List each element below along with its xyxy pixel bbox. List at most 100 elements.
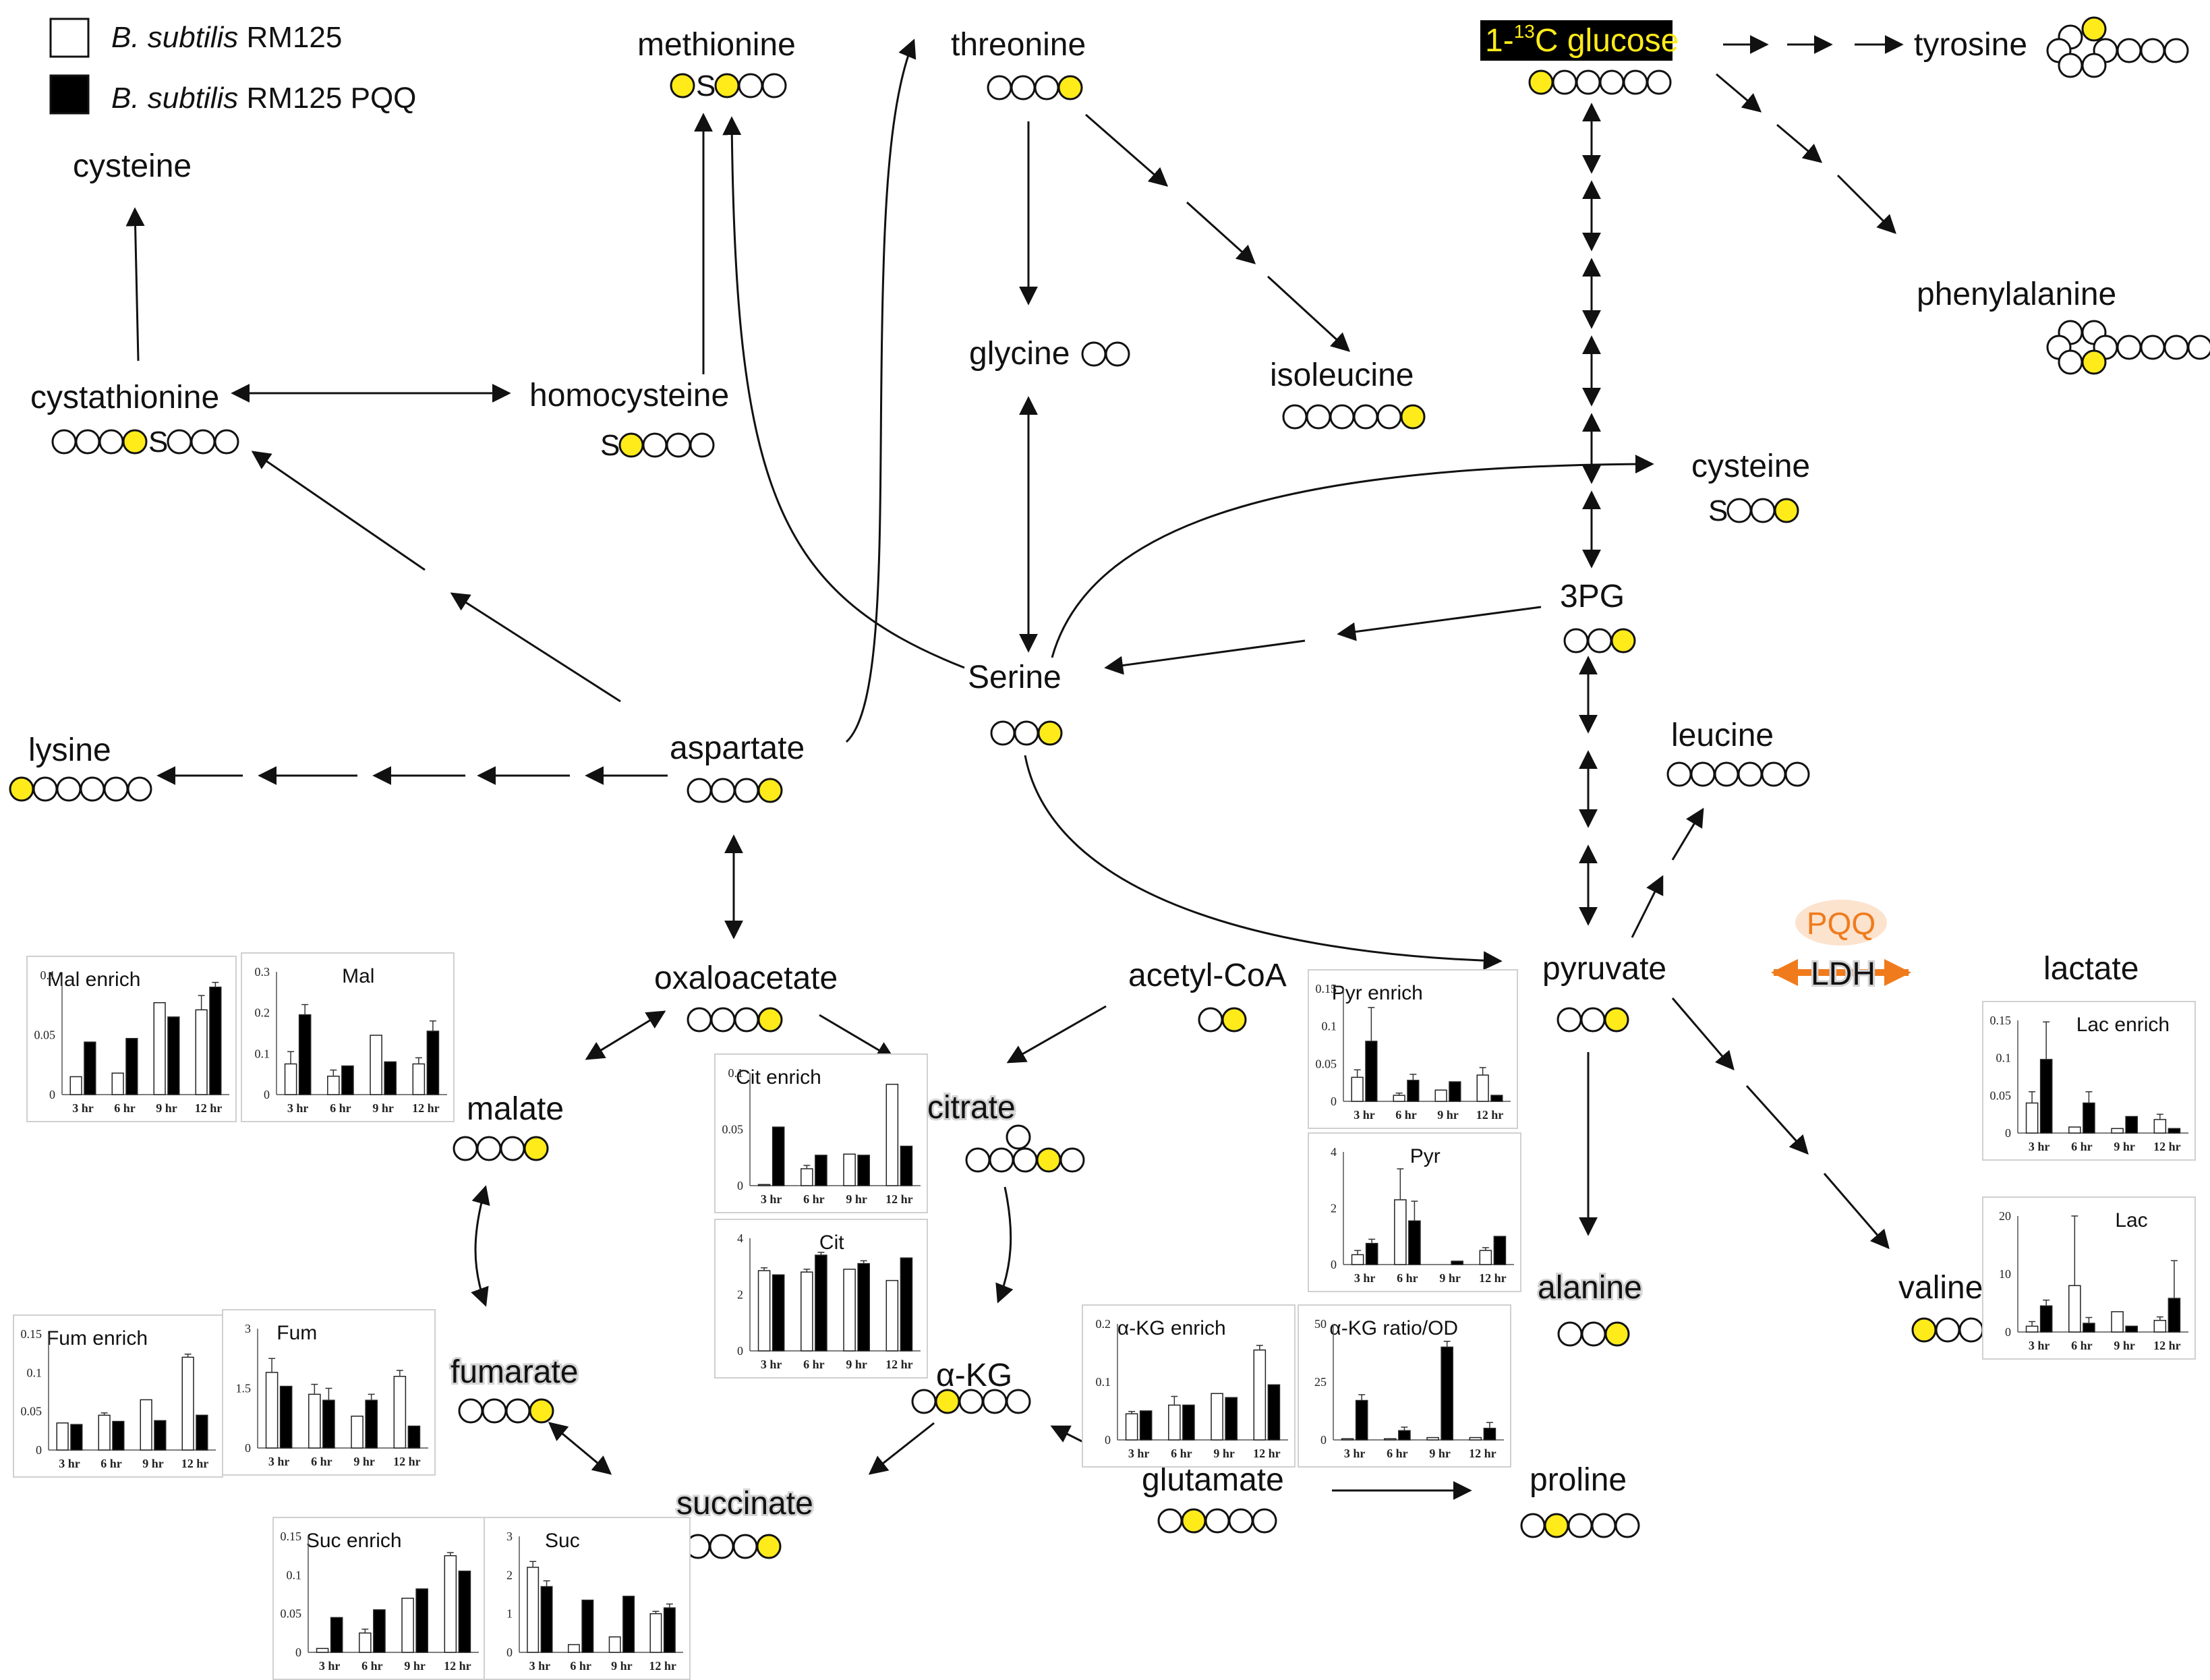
chart-bar xyxy=(1125,1413,1138,1441)
chart-bar xyxy=(415,1588,428,1653)
glucose-label-text: 1-13C glucose xyxy=(1485,21,1679,59)
chart-x-tick: 12 hr xyxy=(2153,1140,2181,1153)
chart-y-tick: 0 xyxy=(36,1443,42,1457)
chart-frame xyxy=(1982,1196,2196,1360)
chart-bar xyxy=(857,1155,870,1186)
chart-y-tick: 0 xyxy=(49,1088,55,1101)
legend-swatch-open xyxy=(49,18,90,58)
chart-y-tick: 0.1 xyxy=(27,1366,42,1379)
chart-bar xyxy=(370,1035,382,1095)
chart-bar xyxy=(98,1414,111,1451)
chart-x-tick: 3 hr xyxy=(59,1457,80,1470)
chart-y-tick: 0.1 xyxy=(1096,1375,1111,1389)
label-lysine: lysine xyxy=(28,732,111,768)
chart-y-tick: 0.1 xyxy=(255,1047,270,1060)
chart-bar xyxy=(2168,1298,2181,1333)
label-citrate: citrate xyxy=(927,1090,1016,1126)
chart-bar xyxy=(1407,1080,1420,1102)
chart-bar xyxy=(365,1399,378,1449)
chart-y-tick: 3 xyxy=(245,1322,251,1335)
carbons-alanine xyxy=(1557,1321,1630,1347)
label-cystathionine: cystathionine xyxy=(30,380,219,415)
chart-x-tick: 3 hr xyxy=(1128,1447,1150,1460)
chart-bar xyxy=(1341,1438,1354,1441)
chart-bar xyxy=(2125,1325,2138,1333)
chart-bar xyxy=(111,1072,124,1095)
chart-x-tick: 9 hr xyxy=(372,1101,394,1115)
chart-bar xyxy=(1490,1095,1503,1102)
chart-y-tick: 0 xyxy=(506,1646,513,1659)
chart-bar xyxy=(2111,1128,2124,1134)
chart-bar xyxy=(1398,1430,1411,1441)
chart-title: Mal xyxy=(342,965,374,987)
chart-bar xyxy=(2025,1325,2039,1333)
chart-x-tick: 6 hr xyxy=(2071,1140,2093,1153)
chart-bar xyxy=(373,1609,386,1653)
chart-bar xyxy=(1451,1261,1463,1265)
svg-text:S: S xyxy=(696,69,716,103)
chart-bar xyxy=(1394,1199,1407,1265)
glucose-label-bg xyxy=(1480,20,1673,61)
chart-bar xyxy=(1139,1410,1153,1441)
label-phenylalanine: phenylalanine xyxy=(1917,277,2116,312)
chart-x-tick: 9 hr xyxy=(611,1659,633,1673)
chart-x-tick: 6 hr xyxy=(311,1455,332,1468)
chart-y-tick: 0.1 xyxy=(728,1066,744,1080)
chart-x-tick: 9 hr xyxy=(1213,1447,1235,1460)
label-3pg: 3PG xyxy=(1560,579,1625,614)
chart-bar xyxy=(401,1597,414,1653)
chart-y-tick: 0 xyxy=(2005,1126,2011,1140)
carbons-cysteine-right: S xyxy=(1708,494,1799,527)
chart-bar xyxy=(154,1420,167,1451)
chart-y-tick: 0 xyxy=(264,1088,270,1101)
chart-y-tick: 10 xyxy=(1999,1267,2011,1281)
chart-y-tick: 0 xyxy=(2005,1325,2011,1339)
legend: B. subtilis RM125 B. subtilis RM125 PQQ xyxy=(49,18,416,115)
chart-y-tick: 0 xyxy=(1331,1258,1337,1271)
label-methionine: methionine xyxy=(637,27,796,63)
chart-bar xyxy=(70,1424,83,1451)
chart-y-tick: 0.15 xyxy=(281,1530,302,1543)
chart-bar xyxy=(2153,1320,2167,1333)
chart-x-tick: 12 hr xyxy=(195,1101,223,1115)
chart-bar xyxy=(316,1648,329,1653)
chart-frame xyxy=(484,1517,691,1680)
chart-bar xyxy=(649,1613,662,1653)
chart-bar xyxy=(196,1414,208,1451)
chart-bar xyxy=(885,1083,899,1186)
chart-bar xyxy=(327,1075,340,1095)
chart-y-tick: 0.05 xyxy=(21,1405,42,1418)
chart-x-tick: 6 hr xyxy=(2071,1339,2093,1352)
chart-bar xyxy=(1449,1081,1461,1102)
carbon-chains: S S S xyxy=(9,16,2210,1559)
label-pyruvate: pyruvate xyxy=(1542,951,1666,987)
chart-y-tick: 0 xyxy=(737,1344,743,1358)
chart-bar xyxy=(2153,1119,2167,1134)
label-leucine: leucine xyxy=(1671,718,1774,753)
chart-x-tick: 3 hr xyxy=(2029,1140,2050,1153)
chart-title: Cit enrich xyxy=(736,1066,821,1089)
chart-y-tick: 0.2 xyxy=(1096,1317,1111,1331)
chart-bar xyxy=(1493,1236,1507,1265)
carbons-acetyl-coa xyxy=(1198,1007,1247,1033)
chart-bar xyxy=(1168,1404,1181,1441)
chart-x-tick: 9 hr xyxy=(142,1457,164,1470)
chart-y-tick: 0.1 xyxy=(287,1568,302,1582)
carbons-cystathionine: S xyxy=(51,426,239,459)
chart-y-tick: 50 xyxy=(1314,1317,1327,1331)
chart-bar xyxy=(1441,1346,1453,1441)
chart-title: Lac enrich xyxy=(2076,1014,2170,1036)
chart-bar xyxy=(663,1607,676,1653)
label-proline: proline xyxy=(1530,1462,1627,1498)
label-cysteine-top: cysteine xyxy=(73,148,192,184)
chart-bar xyxy=(2125,1116,2138,1134)
chart-y-tick: 2 xyxy=(1331,1202,1337,1215)
chart-y-tick: 1.5 xyxy=(236,1382,252,1395)
